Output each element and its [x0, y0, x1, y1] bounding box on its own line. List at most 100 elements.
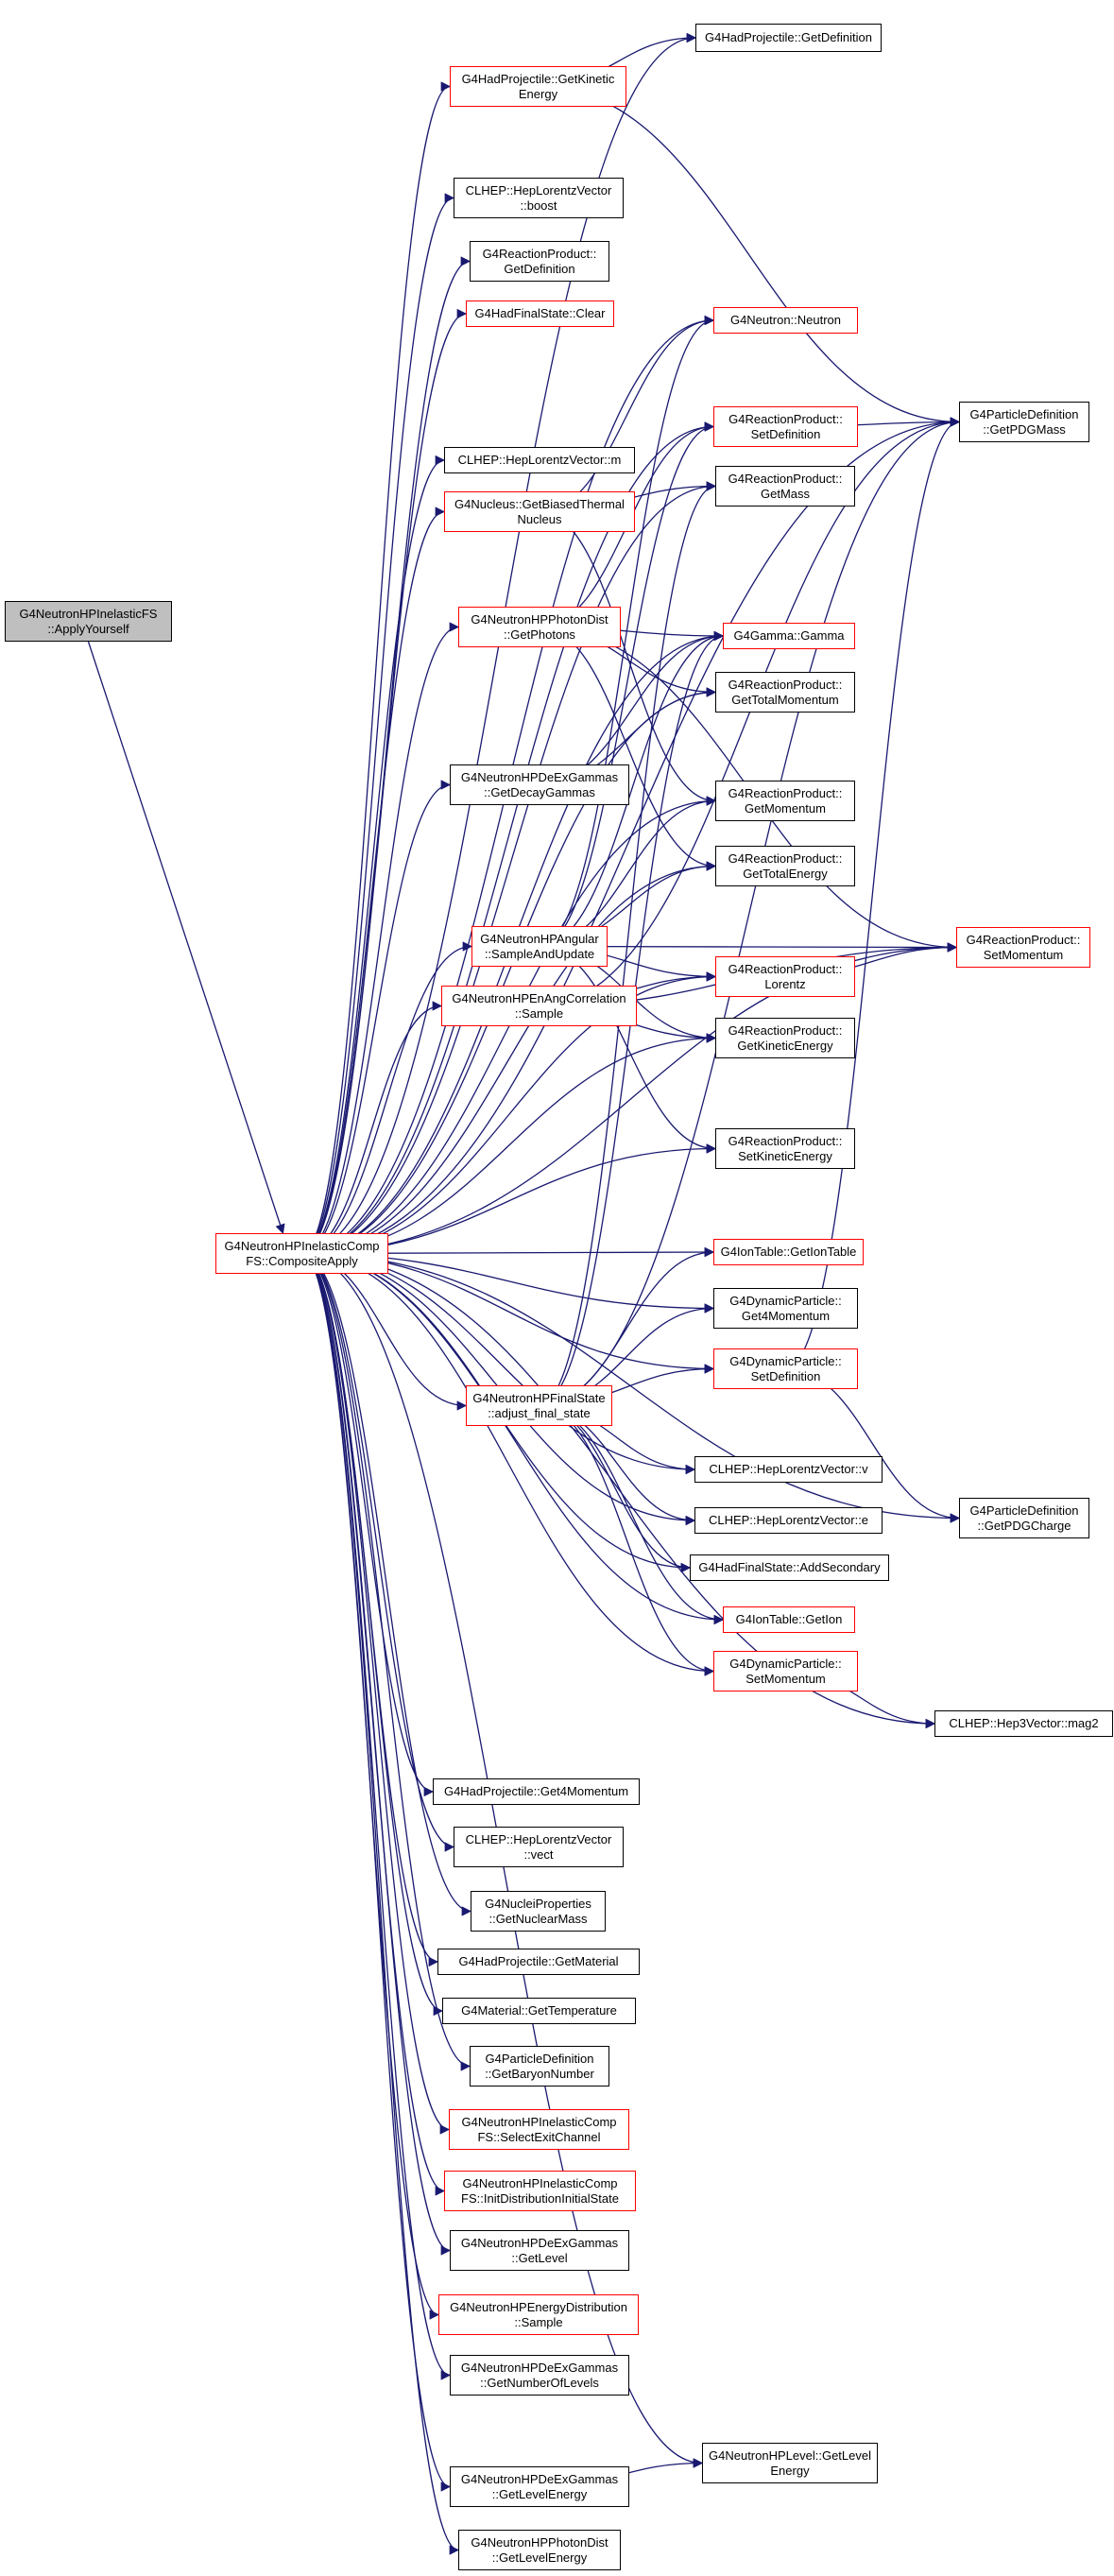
- node-label-line: ::GetPDGCharge: [977, 1518, 1071, 1533]
- node-dp-setmom[interactable]: G4DynamicParticle::SetMomentum: [713, 1651, 858, 1692]
- node-label-line: G4NeutronHPLevel::GetLevel: [709, 2447, 871, 2463]
- node-label-line: FS::CompositeApply: [246, 1253, 358, 1268]
- node-rp-setkin[interactable]: G4ReactionProduct::SetKineticEnergy: [715, 1128, 855, 1169]
- node-nucprop-mass[interactable]: G4NucleiProperties::GetNuclearMass: [471, 1891, 606, 1932]
- node-lv-e[interactable]: CLHEP::HepLorentzVector::e: [694, 1507, 883, 1534]
- node-iontable-getion[interactable]: G4IonTable::GetIon: [723, 1606, 855, 1633]
- node-deex-getdecay[interactable]: G4NeutronHPDeExGammas::GetDecayGammas: [450, 764, 629, 805]
- node-label-line: G4NeutronHPDeExGammas: [460, 2360, 619, 2375]
- node-label-line: G4HadProjectile::GetMaterial: [458, 1954, 619, 1968]
- edge-finalstate_adjust-to-dp_setmom: [539, 1404, 715, 1676]
- node-label-line: FS::InitDistributionInitialState: [461, 2190, 619, 2206]
- node-label-line: G4NeutronHPFinalState: [472, 1390, 606, 1405]
- node-hp-getdef[interactable]: G4HadProjectile::GetDefinition: [695, 24, 882, 52]
- node-lv-boost[interactable]: CLHEP::HepLorentzVector::boost: [454, 178, 624, 218]
- node-label-line: G4NeutronHPDeExGammas: [460, 2235, 619, 2250]
- edge-angular-to-rp_setmom: [539, 942, 958, 953]
- node-neutron[interactable]: G4Neutron::Neutron: [713, 307, 858, 334]
- node-label-line: ::GetBaryonNumber: [485, 2066, 594, 2081]
- node-pd-getcharge[interactable]: G4ParticleDefinition::GetPDGCharge: [959, 1498, 1089, 1538]
- node-label-line: G4ReactionProduct::: [728, 785, 843, 800]
- node-rp-lorentz[interactable]: G4ReactionProduct::Lorentz: [715, 956, 855, 997]
- node-label-line: GetDefinition: [504, 261, 575, 276]
- node-photondist-getlevelen[interactable]: G4NeutronHPPhotonDist::GetLevelEnergy: [458, 2530, 621, 2570]
- node-dp-setdef[interactable]: G4DynamicParticle::SetDefinition: [713, 1348, 858, 1389]
- edge-dp_setdef-to-pd_getcharge: [785, 1367, 961, 1523]
- node-label-line: GetMomentum: [745, 800, 826, 816]
- node-label-line: G4NeutronHPInelasticComp: [224, 1238, 380, 1253]
- node-finalstate-adjust[interactable]: G4NeutronHPFinalState::adjust_final_stat…: [466, 1385, 612, 1426]
- edge-comp-to-mat_gettemp: [301, 1252, 444, 2017]
- node-hp-getmat[interactable]: G4HadProjectile::GetMaterial: [437, 1949, 640, 1975]
- node-lv-v[interactable]: CLHEP::HepLorentzVector::v: [694, 1456, 883, 1483]
- node-photondist-getphotons[interactable]: G4NeutronHPPhotonDist::GetPhotons: [458, 607, 621, 647]
- node-rp-getkin[interactable]: G4ReactionProduct::GetKineticEnergy: [715, 1018, 855, 1058]
- edge-comp-to-rp_getkin: [301, 1033, 717, 1255]
- node-label-line: G4ReactionProduct::: [728, 677, 843, 692]
- node-label-line: SetKineticEnergy: [738, 1148, 832, 1163]
- node-pd-getbaryon[interactable]: G4ParticleDefinition::GetBaryonNumber: [470, 2046, 609, 2087]
- node-label-line: CLHEP::HepLorentzVector::v: [709, 1462, 868, 1476]
- node-label-line: G4NeutronHPInelasticFS: [19, 606, 158, 621]
- node-dp-get4mom[interactable]: G4DynamicParticle::Get4Momentum: [713, 1288, 858, 1329]
- node-lv-vect[interactable]: CLHEP::HepLorentzVector::vect: [454, 1827, 624, 1867]
- edge-enang-to-pd_getmass: [539, 417, 961, 1007]
- node-gamma[interactable]: G4Gamma::Gamma: [723, 623, 855, 649]
- edge-angular-to-rp_setdef: [539, 421, 715, 948]
- node-label-line: G4ParticleDefinition: [969, 406, 1079, 421]
- node-mat-gettemp[interactable]: G4Material::GetTemperature: [442, 1998, 636, 2024]
- node-rp-getmom[interactable]: G4ReactionProduct::GetMomentum: [715, 781, 855, 821]
- node-label-line: SetDefinition: [750, 426, 821, 441]
- node-hfs-addsec[interactable]: G4HadFinalState::AddSecondary: [690, 1554, 889, 1581]
- node-label-line: ::Sample: [514, 1005, 564, 1021]
- node-label-line: G4Nucleus::GetBiasedThermal: [454, 496, 625, 511]
- node-pd-getmass[interactable]: G4ParticleDefinition::GetPDGMass: [959, 402, 1089, 442]
- node-rp-gettoten[interactable]: G4ReactionProduct::GetTotalEnergy: [715, 846, 855, 886]
- node-enang[interactable]: G4NeutronHPEnAngCorrelation::Sample: [441, 986, 637, 1026]
- node-hfs-clear[interactable]: G4HadFinalState::Clear: [466, 301, 614, 327]
- node-label-line: ::GetNumberOfLevels: [480, 2375, 599, 2390]
- node-deex-getlevelen[interactable]: G4NeutronHPDeExGammas::GetLevelEnergy: [450, 2466, 629, 2507]
- node-label-line: ::GetDecayGammas: [484, 784, 595, 799]
- node-rp-setmom[interactable]: G4ReactionProduct::SetMomentum: [956, 927, 1090, 968]
- node-label-line: G4HadFinalState::AddSecondary: [698, 1560, 881, 1574]
- node-iontable-get[interactable]: G4IonTable::GetIonTable: [713, 1239, 864, 1265]
- node-label-line: G4DynamicParticle::: [729, 1353, 842, 1368]
- edge-comp-to-deex_getlevel: [301, 1252, 452, 2256]
- node-h3v-mag2[interactable]: CLHEP::Hep3Vector::mag2: [934, 1710, 1113, 1737]
- edge-root-to-comp: [87, 641, 285, 1234]
- node-lv-m[interactable]: CLHEP::HepLorentzVector::m: [444, 447, 635, 473]
- node-label-line: G4NeutronHPDeExGammas: [460, 2471, 619, 2486]
- edge-comp-to-rp_setdef: [301, 421, 715, 1255]
- node-endist-sample[interactable]: G4NeutronHPEnergyDistribution::Sample: [438, 2294, 639, 2335]
- node-label-line: G4ReactionProduct::: [482, 246, 597, 261]
- node-label-line: Lorentz: [764, 976, 806, 991]
- node-rp-setdef[interactable]: G4ReactionProduct::SetDefinition: [713, 406, 858, 447]
- edge-finalstate_adjust-to-hfs_addsec: [539, 1404, 692, 1573]
- node-label-line: SetMomentum: [746, 1671, 826, 1686]
- node-label-line: G4NeutronHPInelasticComp: [462, 2175, 618, 2190]
- node-label-line: G4DynamicParticle::: [729, 1656, 842, 1671]
- node-label-line: G4IonTable::GetIon: [735, 1612, 843, 1626]
- node-label-line: GetTotalMomentum: [731, 692, 839, 707]
- node-label-line: G4NeutronHPInelasticComp: [461, 2114, 617, 2129]
- node-deex-getlevel[interactable]: G4NeutronHPDeExGammas::GetLevel: [450, 2230, 629, 2271]
- node-rp-getdef[interactable]: G4ReactionProduct::GetDefinition: [470, 241, 609, 282]
- node-hp-get4mom[interactable]: G4HadProjectile::Get4Momentum: [433, 1778, 640, 1805]
- edge-comp-to-rp_gettoten: [301, 861, 717, 1255]
- node-label-line: ::boost: [520, 197, 557, 213]
- node-rp-gettotmom[interactable]: G4ReactionProduct::GetTotalMomentum: [715, 672, 855, 713]
- node-rp-getmass[interactable]: G4ReactionProduct::GetMass: [715, 466, 855, 507]
- node-root[interactable]: G4NeutronHPInelasticFS::ApplyYourself: [5, 601, 172, 642]
- node-deex-getnum[interactable]: G4NeutronHPDeExGammas::GetNumberOfLevels: [450, 2355, 629, 2396]
- node-label-line: SetMomentum: [983, 947, 1064, 962]
- node-angular[interactable]: G4NeutronHPAngular::SampleAndUpdate: [471, 926, 608, 967]
- edge-comp-to-hp_get4mom: [301, 1252, 435, 1797]
- node-label-line: G4NeutronHPAngular: [480, 931, 599, 946]
